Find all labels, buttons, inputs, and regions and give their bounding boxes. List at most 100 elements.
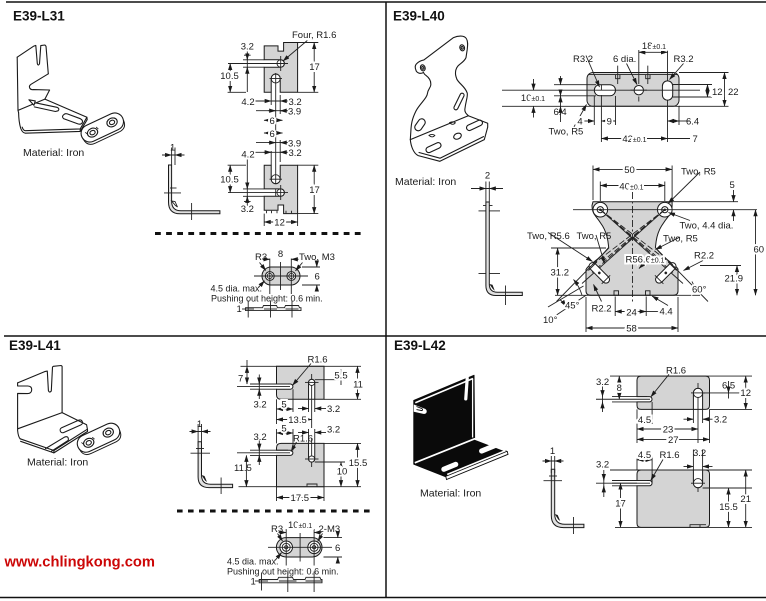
svg-text:12: 12 [740, 388, 751, 399]
svg-text:4.5 dia. max.: 4.5 dia. max. [227, 557, 279, 567]
svg-text:Two, R5: Two, R5 [663, 234, 698, 245]
svg-text:3.2: 3.2 [327, 424, 340, 435]
svg-text:3.2: 3.2 [596, 460, 609, 471]
svg-text:21.9: 21.9 [725, 274, 744, 285]
svg-text:3.2: 3.2 [241, 42, 254, 53]
svg-text:5.5: 5.5 [334, 371, 347, 382]
svg-text:12: 12 [712, 87, 723, 98]
svg-text:12: 12 [274, 218, 285, 229]
svg-text:E39-L40: E39-L40 [393, 9, 445, 24]
svg-text:1: 1 [197, 419, 202, 430]
svg-text:11: 11 [353, 379, 363, 390]
svg-text:60: 60 [754, 245, 765, 256]
svg-text:6: 6 [270, 129, 275, 140]
svg-text:17.5: 17.5 [291, 493, 310, 504]
svg-text:4.4: 4.4 [660, 307, 673, 318]
svg-text:4.2: 4.2 [241, 150, 254, 161]
svg-text:60°: 60° [692, 285, 707, 296]
svg-text:R3.2: R3.2 [573, 54, 593, 65]
svg-text:15.5: 15.5 [349, 458, 368, 469]
svg-text:3.2: 3.2 [596, 377, 609, 388]
svg-text:R3: R3 [255, 252, 267, 263]
svg-text:Two, 4.4 dia.: Two, 4.4 dia. [680, 221, 734, 232]
svg-text:23: 23 [663, 425, 674, 436]
svg-text:4.5: 4.5 [638, 450, 651, 461]
svg-text:10.5: 10.5 [220, 71, 239, 82]
svg-text:Two, R5.6: Two, R5.6 [527, 231, 570, 242]
svg-text:R1.6: R1.6 [293, 434, 313, 445]
svg-text:R2.2: R2.2 [694, 251, 714, 262]
svg-text:Pushing out height: 0.6 min.: Pushing out height: 0.6 min. [227, 567, 339, 577]
svg-text:7: 7 [238, 374, 243, 385]
svg-text:45°: 45° [565, 301, 580, 312]
svg-text:Material: Iron: Material: Iron [27, 457, 88, 469]
svg-text:15.5: 15.5 [719, 502, 738, 513]
svg-text:5: 5 [281, 400, 286, 411]
svg-text:31.2: 31.2 [551, 268, 570, 279]
svg-text:5: 5 [730, 180, 735, 191]
svg-text:17: 17 [309, 62, 320, 73]
svg-text:6: 6 [315, 272, 320, 283]
svg-text:Material: Iron: Material: Iron [23, 147, 84, 159]
svg-text:27: 27 [668, 435, 679, 446]
svg-text:3.2: 3.2 [289, 148, 302, 159]
svg-text:8: 8 [278, 249, 283, 260]
svg-text:R3: R3 [271, 524, 283, 535]
svg-text:2: 2 [485, 171, 490, 182]
svg-text:Material: Iron: Material: Iron [395, 176, 456, 188]
svg-text:R1.6: R1.6 [308, 355, 328, 366]
svg-text:3.2: 3.2 [714, 415, 727, 426]
svg-text:4: 4 [577, 116, 582, 127]
svg-text:E39-L31: E39-L31 [13, 9, 65, 24]
svg-text:Two, R5: Two, R5 [681, 167, 716, 178]
svg-text:9: 9 [607, 116, 612, 127]
svg-text:6 dia.: 6 dia. [613, 54, 636, 65]
svg-text:7: 7 [693, 134, 698, 145]
svg-text:6.5: 6.5 [722, 381, 735, 392]
svg-text:R1.6: R1.6 [666, 366, 686, 377]
svg-text:Two, M3: Two, M3 [299, 252, 335, 263]
svg-text:3.9: 3.9 [288, 138, 301, 149]
svg-text:4.2: 4.2 [241, 97, 254, 108]
svg-text:3.2: 3.2 [327, 404, 340, 415]
svg-text:17: 17 [615, 499, 626, 510]
svg-text:10.5: 10.5 [220, 175, 239, 186]
svg-text:6.4: 6.4 [554, 107, 567, 118]
svg-text:10: 10 [337, 466, 348, 477]
svg-text:6: 6 [335, 543, 340, 554]
svg-text:R2.2: R2.2 [592, 304, 612, 315]
svg-text:1: 1 [170, 143, 175, 154]
svg-text:E39-L42: E39-L42 [394, 338, 446, 353]
svg-text:3.2: 3.2 [289, 97, 302, 108]
svg-text:1: 1 [237, 304, 242, 315]
svg-text:10°: 10° [543, 315, 558, 326]
svg-text:Four, R1.6: Four, R1.6 [292, 30, 336, 41]
svg-text:4.5: 4.5 [638, 415, 651, 426]
svg-text:R3.2: R3.2 [674, 54, 694, 65]
svg-text:24: 24 [626, 307, 637, 318]
svg-text:17: 17 [309, 185, 320, 196]
svg-text:22: 22 [728, 87, 739, 98]
svg-text:6.4: 6.4 [686, 116, 699, 127]
svg-text:2-M3: 2-M3 [319, 524, 341, 535]
svg-text:13.5: 13.5 [288, 415, 307, 426]
svg-text:Two, R5: Two, R5 [549, 127, 584, 138]
svg-text:4.5 dia. max.: 4.5 dia. max. [211, 284, 263, 294]
svg-text:5: 5 [281, 423, 286, 434]
svg-text:www.chlingkong.com: www.chlingkong.com [4, 555, 155, 571]
svg-text:Pushing out height: 0.6 min.: Pushing out height: 0.6 min. [211, 294, 323, 304]
svg-text:58: 58 [626, 324, 637, 335]
svg-text:21: 21 [740, 494, 751, 505]
svg-text:3.2: 3.2 [254, 400, 267, 411]
svg-text:11.5: 11.5 [234, 463, 252, 474]
svg-text:3.2: 3.2 [693, 448, 706, 459]
svg-text:E39-L41: E39-L41 [9, 338, 61, 353]
svg-text:3.2: 3.2 [241, 204, 254, 215]
svg-text:Two, R5: Two, R5 [577, 231, 612, 242]
svg-text:8: 8 [617, 383, 622, 394]
svg-text:Material: Iron: Material: Iron [420, 488, 481, 500]
svg-text:3.2: 3.2 [254, 432, 267, 443]
svg-text:1: 1 [550, 446, 555, 457]
svg-text:1: 1 [251, 577, 256, 588]
svg-text:3.9: 3.9 [288, 106, 301, 117]
